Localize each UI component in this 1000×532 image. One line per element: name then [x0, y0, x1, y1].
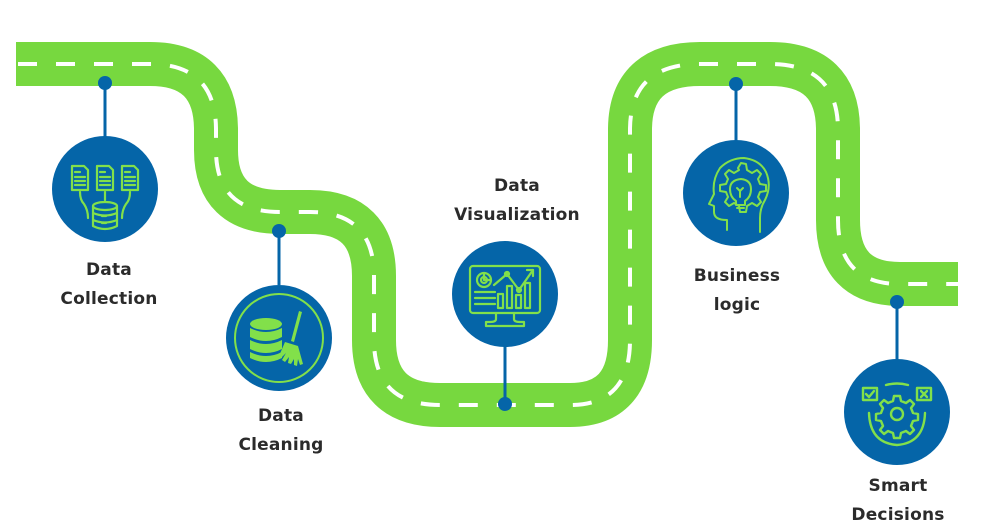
label-line-1: Business: [693, 266, 781, 286]
step-smart-decisions: [844, 295, 950, 465]
road-path: [16, 42, 958, 427]
label-line-2: logic: [713, 295, 761, 315]
connector-dot: [890, 295, 904, 309]
connector-dot: [272, 224, 286, 238]
monitor-chart-icon: [468, 264, 542, 328]
database-broom-icon: [234, 293, 324, 383]
step-label-smart-decisions: Smart Decisions: [798, 472, 998, 530]
label-line-2: Cleaning: [238, 435, 324, 455]
step-label-data-collection: Data Collection: [9, 256, 209, 314]
step-data-cleaning: [226, 224, 332, 391]
connector-dot: [98, 76, 112, 90]
step-circle: [683, 140, 789, 246]
connector-dot: [498, 397, 512, 411]
step-circle: [452, 241, 558, 347]
step-label-business-logic: Business logic: [637, 262, 837, 320]
label-line-1: Data: [86, 260, 132, 280]
label-line-1: Data: [494, 176, 540, 196]
step-circle: [844, 359, 950, 465]
head-gear-bulb-icon: [708, 157, 770, 233]
step-label-data-cleaning: Data Cleaning: [181, 402, 381, 460]
connector-dot: [729, 77, 743, 91]
label-line-2: Decisions: [851, 505, 945, 525]
gear-check-cross-icon: [861, 382, 933, 447]
label-line-1: Smart: [868, 476, 928, 496]
step-business-logic: [683, 77, 789, 246]
documents-database-icon: [70, 164, 140, 231]
step-label-data-visualization: Data Visualization: [417, 172, 617, 230]
label-line-1: Data: [258, 406, 304, 426]
step-data-collection: [52, 76, 158, 242]
step-data-visualization: [452, 241, 558, 411]
label-line-2: Visualization: [454, 205, 580, 225]
label-line-2: Collection: [60, 289, 158, 309]
